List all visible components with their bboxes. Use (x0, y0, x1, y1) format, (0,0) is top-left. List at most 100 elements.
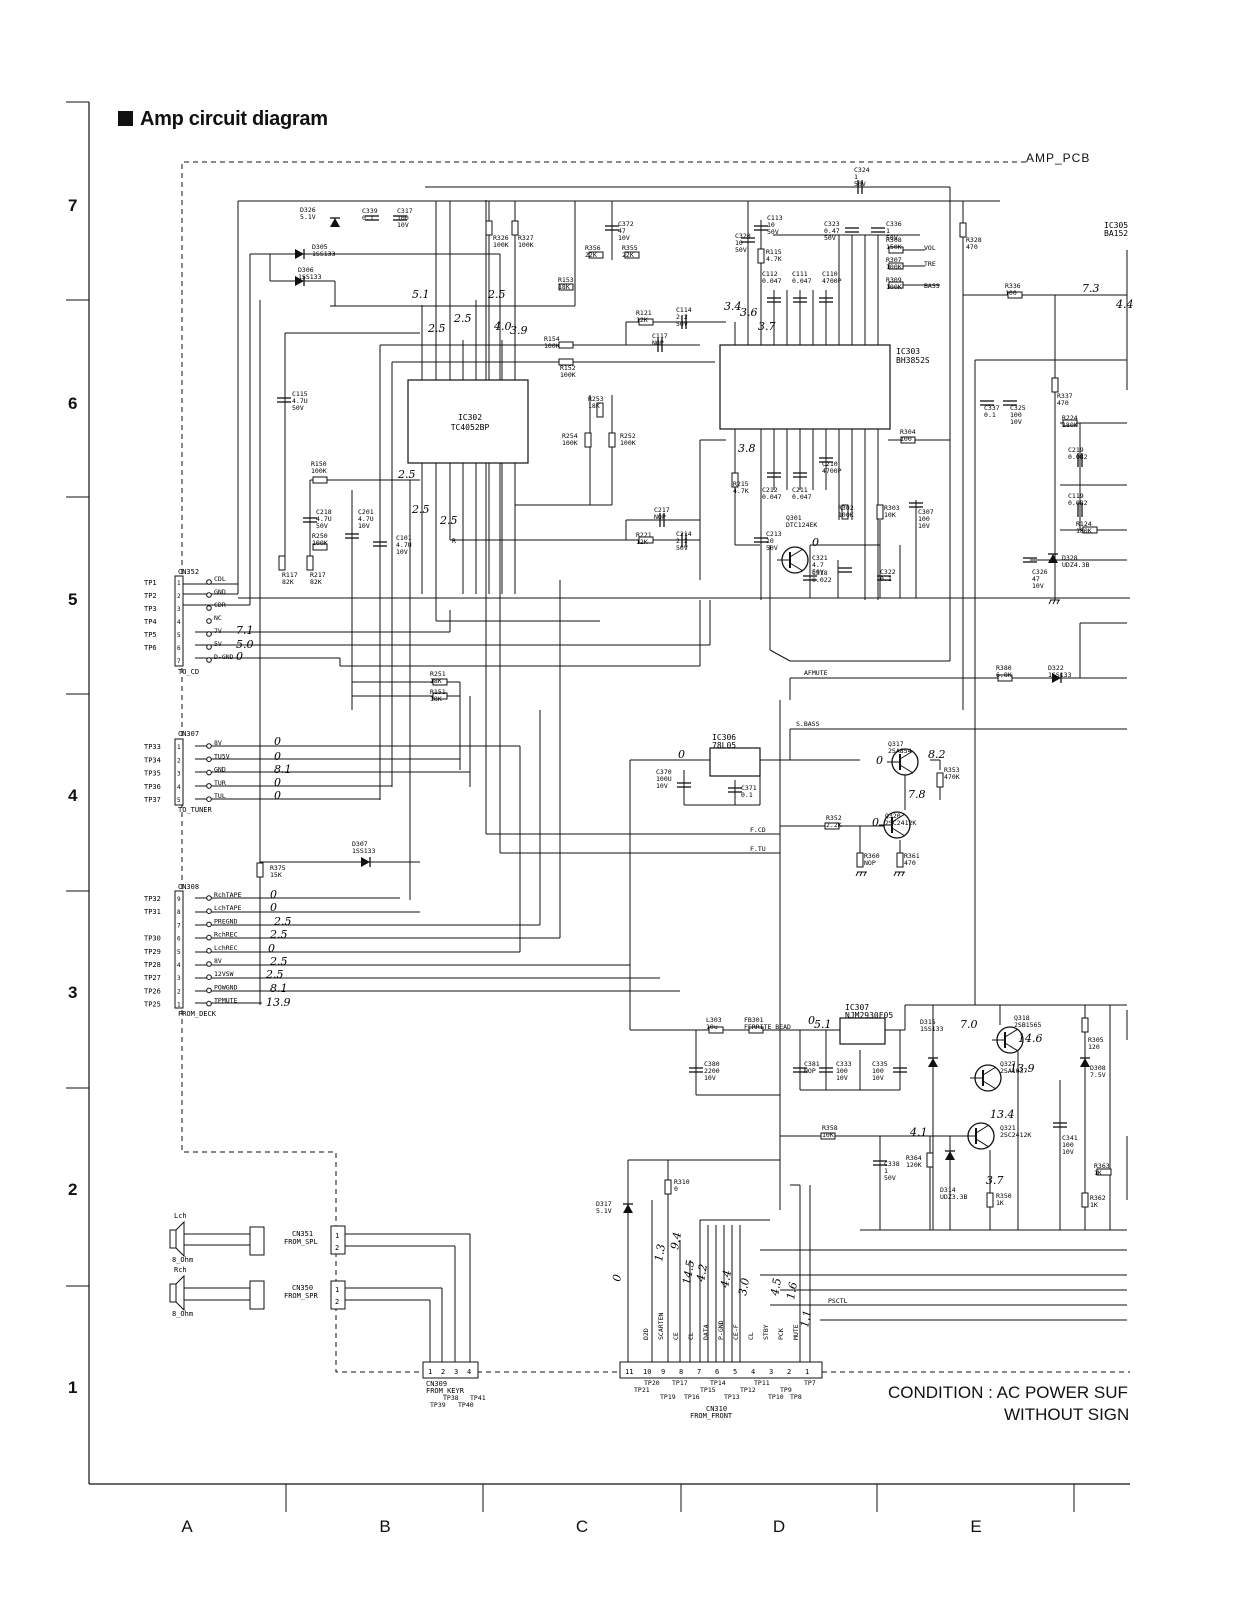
cn310-pin-num: 4 (751, 1368, 755, 1376)
component-value: 12K (636, 538, 648, 546)
component-value: 1K (1090, 1201, 1098, 1209)
voltage-annotation: 3.9 (510, 324, 528, 337)
component-value: 12K (636, 316, 648, 324)
component-value: 1SS133 (352, 847, 376, 855)
component-ref: C101 (396, 534, 412, 542)
voltage-annotation: 3.7 (758, 320, 776, 333)
component-value: 100K (311, 467, 327, 475)
cn308-signal: RchTAPE (214, 891, 241, 899)
voltage-annotation: 0 (274, 789, 281, 802)
cn308-signal: TPMUTE (214, 997, 238, 1005)
component-value: 4.7U (292, 397, 308, 405)
component-ref: C318 (812, 569, 828, 577)
symbol-res-h (558, 341, 574, 349)
cn308-pin-terminal (206, 1000, 212, 1007)
component-value: 0.022 (812, 576, 832, 584)
voltage-annotation: 2.5 (427, 322, 446, 335)
cn308-pin-num: 3 (177, 975, 181, 982)
sheet-frame (66, 101, 1130, 1512)
net-label-tre: TRE (924, 260, 936, 268)
component-ref: C337 (984, 404, 1000, 412)
component-ref: D315 (920, 1018, 936, 1026)
component-voltage: 10V (618, 234, 630, 242)
svg-text:1: 1 (335, 1286, 339, 1294)
component-value: 4.7K (733, 487, 749, 495)
symbol-dio-v (1079, 1057, 1091, 1068)
component-value: 18K (558, 283, 570, 291)
cn310-tp: TP21 (634, 1386, 650, 1394)
component-value: 1SS133 (312, 250, 336, 258)
component-ref: Q317 (888, 740, 904, 748)
row-number-4: 4 (68, 786, 78, 805)
cn352-tp: TP2 (144, 592, 157, 600)
component-ref: R254 (562, 432, 578, 440)
cn308-pin-num: 1 (177, 1002, 181, 1009)
symbol-res-v (256, 862, 264, 878)
symbol-dio-v (622, 1203, 634, 1214)
symbol-res-v (278, 555, 286, 571)
net-label-r: R (452, 537, 456, 545)
row-number-5: 5 (68, 590, 78, 609)
component-ref: R326 (493, 234, 509, 242)
cn350-dest: FROM_SPR (284, 1292, 319, 1300)
ic307-part: NJM2930F05 (845, 1011, 893, 1020)
component-value: 0.082 (1068, 499, 1088, 507)
component-value: 47 (618, 227, 626, 235)
cn352-tp: TP6 (144, 644, 157, 652)
component-ref: D326 (300, 206, 316, 214)
component-ref: D307 (352, 840, 368, 848)
cn310-tp: TP14 (710, 1379, 726, 1387)
symbol-res-v (1051, 377, 1059, 393)
component-value: 82K (310, 578, 322, 586)
voltage-annotation: 3.7 (986, 1174, 1004, 1187)
ic306-ref: IC306 (712, 733, 736, 742)
component-ref: C370 (656, 768, 672, 776)
cn308-tp: TP30 (144, 935, 161, 943)
cn352-pin-terminal (206, 657, 212, 663)
ic303-ref: IC303 (896, 347, 920, 356)
cn310-signal: CL (747, 1332, 755, 1340)
component-value: 120 (1088, 1043, 1100, 1051)
component-ref: C325 (1010, 404, 1026, 412)
voltage-annotation: 3.0 (736, 1277, 752, 1296)
symbol-res-v (856, 852, 864, 868)
components-layer: D3265.1VC3390.1C31710010VD3051SS133D3061… (256, 166, 1112, 1215)
component-ref: L303 (706, 1016, 722, 1024)
component-value: 100K (838, 511, 854, 519)
symbol-dio-h (360, 856, 371, 868)
component-ref: R327 (518, 234, 534, 242)
cn350-connector: CN350 FROM_SPR 12 (284, 1280, 346, 1310)
cn307-pin-num: 1 (177, 744, 181, 751)
cn307-signal: TUR (214, 779, 226, 787)
symbol-dio-v (927, 1057, 939, 1068)
cn307-ref: CN307 (178, 730, 199, 738)
cn308-pin-terminal (206, 948, 212, 954)
cn310-dest: FROM_FRONT (690, 1412, 733, 1420)
cn352-pin-num: 7 (177, 658, 181, 665)
voltage-annotation: 2.5 (453, 312, 472, 325)
cn310-tp: TP7 (804, 1379, 816, 1387)
ground-icon (893, 871, 906, 877)
component-value: 2.2 (676, 537, 688, 545)
component-value: 2.2K (826, 821, 842, 829)
cn310-tp: TP15 (700, 1386, 716, 1394)
component-value: 1 (884, 1167, 888, 1175)
component-value: 100 (918, 515, 930, 523)
component-value: 120K (906, 1161, 922, 1169)
component-value: NOP (864, 859, 876, 867)
symbol-tr (776, 546, 809, 574)
